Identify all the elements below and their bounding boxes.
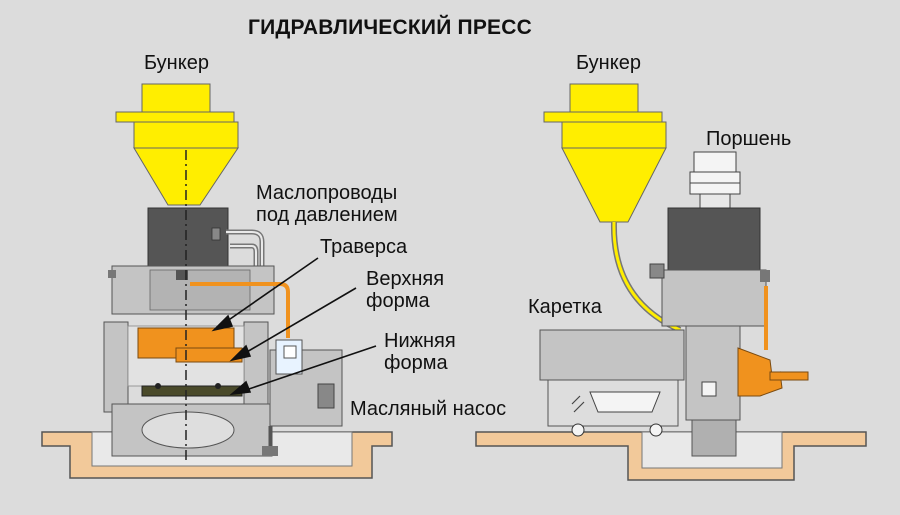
right-carriage [539, 329, 685, 437]
left-press [41, 83, 393, 479]
upper-mold-label-line2: форма [366, 290, 430, 312]
diagram-title: ГИДРАВЛИЧЕСКИЙ ПРЕСС [248, 16, 532, 39]
upper-mold-label-line1: Верхняя [366, 268, 445, 290]
right-cylinder-block [667, 207, 761, 273]
right-press [475, 83, 867, 481]
crosshead-label: Траверса [320, 236, 408, 258]
left-column-right [243, 321, 269, 413]
oil-lines-label-line2: под давлением [256, 204, 398, 226]
right-feed-chute [737, 347, 809, 397]
piston-label: Поршень [706, 128, 792, 150]
right-main-body [661, 269, 767, 327]
left-oil-pump [262, 339, 343, 456]
left-hopper-label: Бункер [144, 52, 209, 74]
right-piston [689, 151, 741, 211]
left-hopper [115, 83, 239, 206]
left-leader-lines [211, 257, 377, 396]
carriage-label: Каретка [528, 296, 602, 318]
oil-pump-label: Масляный насос [350, 398, 507, 420]
oil-lines-label-line1: Маслопроводы [256, 182, 398, 204]
lower-mold-label-line1: Нижняя [384, 330, 456, 352]
left-column-left [103, 321, 129, 413]
right-hopper-label: Бункер [576, 52, 641, 74]
lower-mold-label-line2: форма [384, 352, 448, 374]
right-hopper [543, 83, 682, 333]
